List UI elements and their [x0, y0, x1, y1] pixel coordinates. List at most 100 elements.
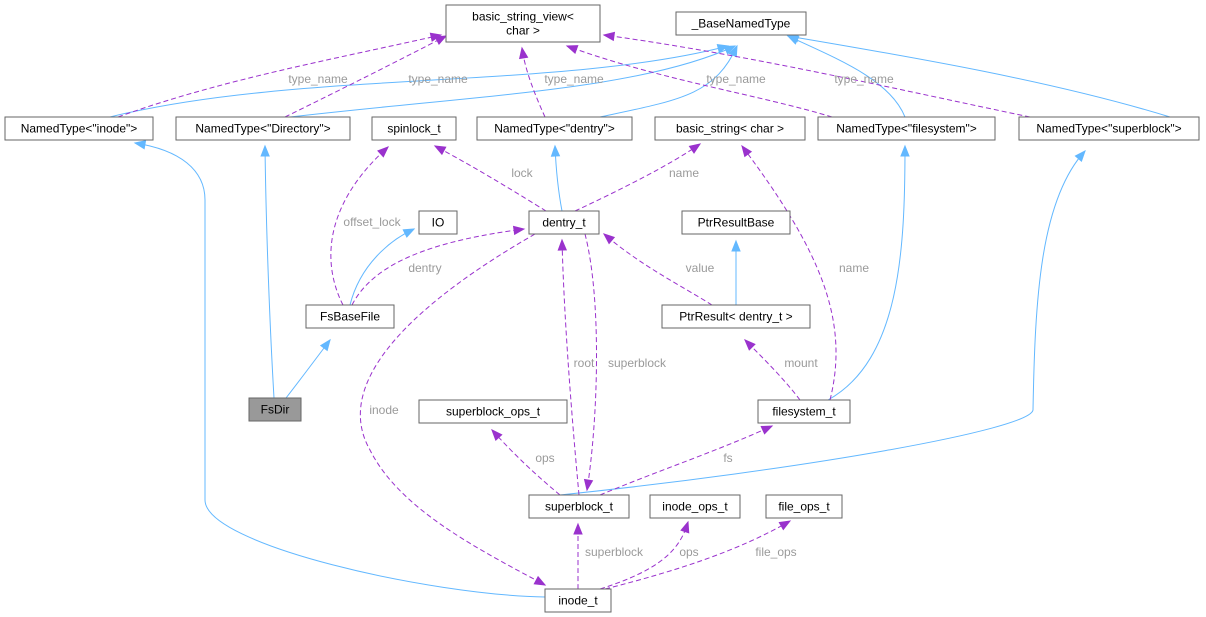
inherit-arrow: [289, 45, 736, 118]
edge-label: ops: [679, 545, 698, 559]
edge-label: value: [686, 261, 715, 275]
usage-arrow: [599, 425, 773, 496]
class-node-ptrresult-dentry[interactable]: PtrResult< dentry_t >: [661, 304, 811, 329]
class-node-fsbasefile[interactable]: FsBaseFile: [305, 304, 395, 329]
edge-PtrResult_dentry-to-dentry_t: [602, 233, 713, 306]
edge-inode_t-to-NT_inode: [133, 140, 546, 598]
inherit-arrow: [787, 35, 1171, 118]
class-node-label: file_ops_t: [778, 500, 830, 514]
edge-NT_superblock-to-basic_string_view: [602, 31, 1031, 118]
usage-arrow: [604, 520, 791, 590]
edge-NT_inode-to-basic_string_view: [117, 32, 443, 118]
usage-arrow: [741, 145, 837, 401]
edge-NT_dentry-to-basic_string_view: [519, 46, 546, 118]
edge-label: name: [839, 261, 869, 275]
class-node-inode-ops-t[interactable]: inode_ops_t: [649, 494, 741, 519]
edge-superblock_t-to-NT_superblock: [559, 149, 1086, 496]
class-node-filesystem-t[interactable]: filesystem_t: [757, 399, 851, 424]
usage-arrow: [574, 143, 701, 212]
class-node-label: superblock_ops_t: [446, 405, 541, 419]
class-node-label: FsBaseFile: [320, 310, 380, 324]
class-node-label: inode_ops_t: [662, 500, 728, 514]
edge-label: offset_lock: [343, 215, 401, 229]
usage-arrow: [330, 146, 389, 306]
class-node-dentry-t[interactable]: dentry_t: [528, 210, 600, 235]
class-node-basenamedtype[interactable]: _BaseNamedType: [675, 11, 807, 36]
class-node-nt-filesystem[interactable]: NamedType<"filesystem">: [817, 116, 996, 141]
edge-label: mount: [784, 356, 818, 370]
class-node-label: IO: [432, 216, 445, 230]
inherit-arrow: [827, 145, 906, 401]
class-node-label: spinlock_t: [387, 122, 441, 136]
edge-FsBaseFile-to-dentry_t: [351, 225, 526, 306]
class-node-superblock-ops-t[interactable]: superblock_ops_t: [418, 399, 568, 424]
edge-label: type_name: [408, 72, 468, 86]
class-node-spinlock-t[interactable]: spinlock_t: [371, 116, 457, 141]
edge-superblock_t-to-dentry_t: [557, 238, 580, 496]
edge-filesystem_t-to-basic_string: [741, 144, 837, 401]
edge-FsDir-to-FsBaseFile: [285, 338, 331, 399]
class-node-label: _BaseNamedType: [691, 17, 791, 31]
edge-label: superblock: [608, 356, 667, 370]
class-node-label: filesystem_t: [772, 405, 836, 419]
edge-FsDir-to-NT_Directory: [260, 144, 275, 399]
edge-label: dentry: [408, 261, 441, 275]
edge-dentry_t-to-spinlock_t: [433, 145, 547, 212]
class-node-nt-superblock[interactable]: NamedType<"superblock">: [1018, 116, 1200, 141]
edge-PtrResult_dentry-to-PtrResultBase: [731, 239, 741, 305]
edge-filesystem_t-to-NT_filesystem: [827, 144, 910, 401]
class-node-label: FsDir: [261, 403, 290, 417]
class-node-label: NamedType<"inode">: [21, 122, 138, 136]
class-node-basic-string[interactable]: basic_string< char >: [654, 116, 806, 141]
edge-dentry_t-to-inode_t: [359, 233, 547, 586]
edge-FsBaseFile-to-IO: [349, 228, 416, 306]
inherit-arrow: [599, 45, 738, 118]
class-node-ptrresultbase[interactable]: PtrResultBase: [681, 210, 791, 235]
usage-arrow: [584, 233, 598, 491]
edge-NT_filesystem-to-basic_string_view: [565, 45, 833, 118]
class-node-label: NamedType<"dentry">: [494, 122, 615, 136]
usage-arrow: [359, 233, 546, 586]
class-node-io[interactable]: IO: [418, 210, 458, 235]
edge-inode_t-to-inode_ops_t: [599, 520, 690, 590]
class-node-nt-directory[interactable]: NamedType<"Directory">: [175, 116, 351, 141]
class-node-nt-dentry[interactable]: NamedType<"dentry">: [476, 116, 633, 141]
class-node-superblock-t[interactable]: superblock_t: [528, 494, 630, 519]
usage-arrow: [351, 228, 525, 306]
usage-arrow: [561, 239, 580, 496]
class-node-label: dentry_t: [542, 216, 586, 230]
class-node-file-ops-t[interactable]: file_ops_t: [765, 494, 843, 519]
inherit-arrow: [264, 145, 275, 399]
usage-arrow: [566, 45, 833, 118]
inherit-arrow: [349, 228, 415, 306]
edge-label: ops: [535, 451, 554, 465]
edge-NT_Directory-to-basic_string_view: [284, 35, 448, 118]
usage-arrow: [491, 429, 561, 496]
inherit-arrow: [559, 150, 1086, 496]
class-node-label: NamedType<"Directory">: [195, 122, 330, 136]
usage-arrow: [744, 339, 801, 401]
inherit-arrow: [134, 142, 546, 598]
usage-arrow: [603, 34, 1031, 118]
edge-label: lock: [511, 166, 533, 180]
edge-label: name: [669, 166, 699, 180]
usage-arrow: [434, 145, 547, 212]
edge-label: type_name: [544, 72, 604, 86]
edge-dentry_t-to-superblock_t: [583, 233, 598, 492]
class-node-label: superblock_t: [545, 500, 614, 514]
class-node-fsdir: FsDir: [248, 397, 302, 422]
usage-arrow: [284, 35, 447, 118]
class-node-nt-inode[interactable]: NamedType<"inode">: [4, 116, 154, 141]
edge-superblock_t-to-filesystem_t: [599, 425, 774, 496]
edge-NT_Directory-to-BaseNamedType: [289, 45, 737, 118]
class-node-inode-t[interactable]: inode_t: [544, 588, 612, 613]
class-node-label: char >: [506, 24, 540, 38]
usage-arrow: [117, 34, 442, 118]
class-node-label: basic_string< char >: [676, 122, 784, 136]
class-node-basic-string-view[interactable]: basic_string_view<char >: [445, 4, 601, 43]
edge-dentry_t-to-NT_dentry: [550, 144, 563, 212]
inherit-arrow: [285, 339, 331, 399]
class-node-label: basic_string_view<: [472, 10, 574, 24]
class-node-label: inode_t: [558, 594, 598, 608]
